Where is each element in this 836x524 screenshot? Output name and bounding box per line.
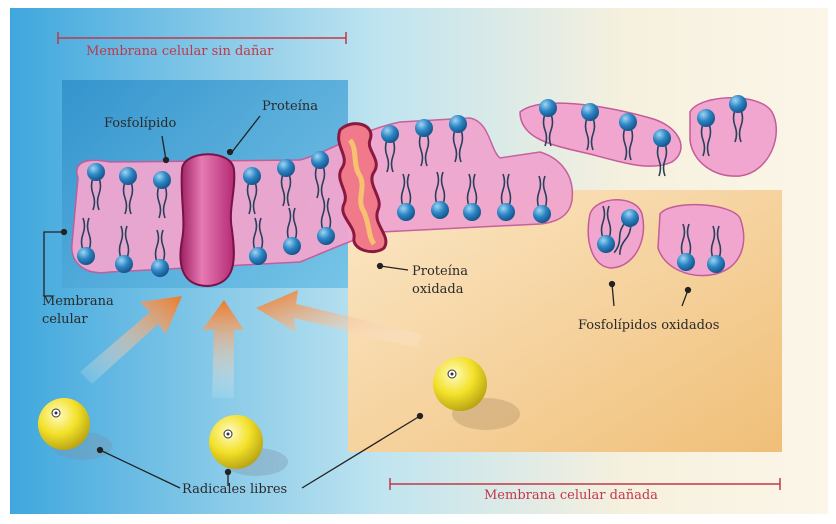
oxidized-protein-label-line2: oxidada (412, 282, 463, 298)
oxidized-phospholipids-label: Fosfolípidos oxidados (578, 318, 719, 334)
phospholipid-label: Fosfolípido (104, 116, 176, 132)
cell-membrane-label-line2: celular (42, 312, 88, 328)
oxidized-protein-label-line1: Proteína (412, 264, 468, 280)
free-radicals-label: Radicales libres (182, 482, 287, 498)
membrane-fragment (658, 205, 744, 276)
protein (180, 154, 234, 286)
undamaged-membrane-label: Membrana celular sin dañar (86, 44, 273, 60)
damaged-membrane-label: Membrana celular dañada (484, 488, 658, 504)
cell-membrane-label-line1: Membrana (42, 294, 114, 310)
protein-label: Proteína (262, 99, 318, 115)
